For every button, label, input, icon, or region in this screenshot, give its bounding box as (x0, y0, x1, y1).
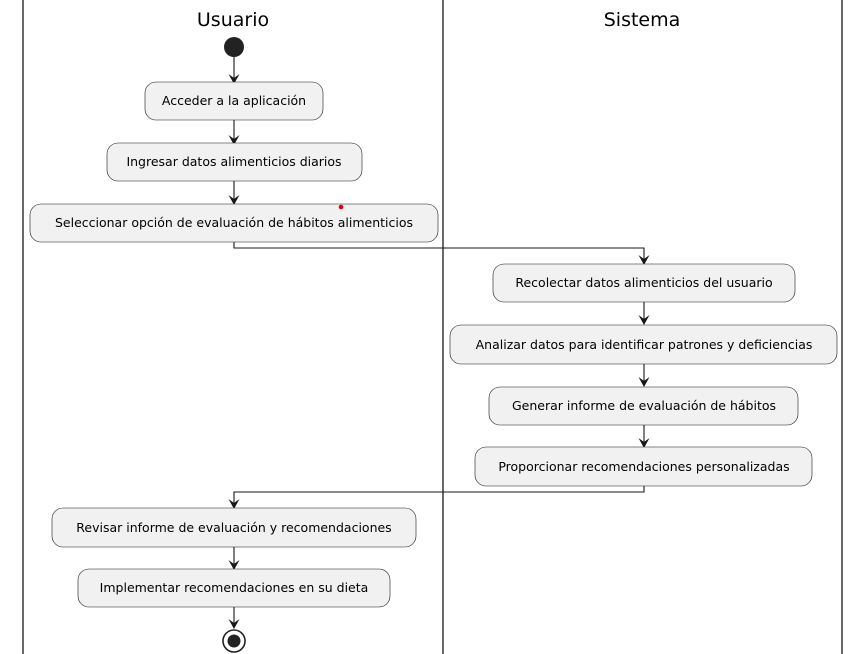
arrow-head (228, 195, 240, 205)
activity-recolectar: Recolectar datos alimenticios del usuari… (492, 263, 796, 303)
edge-proporcionar-revisar (233, 486, 645, 505)
arrow-head (228, 619, 240, 629)
activity-label: Analizar datos para identificar patrones… (476, 337, 813, 352)
activity-ingresar: Ingresar datos alimenticios diarios (106, 142, 363, 182)
activity-acceder: Acceder a la aplicación (144, 81, 324, 121)
activity-label: Generar informe de evaluación de hábitos (512, 398, 776, 413)
activity-label: Recolectar datos alimenticios del usuari… (515, 275, 772, 290)
marker-dot (338, 204, 344, 210)
lane-title-sistema: Sistema (604, 9, 681, 31)
activity-label: Seleccionar opción de evaluación de hábi… (55, 215, 413, 230)
lane-title-usuario: Usuario (197, 9, 269, 31)
arrow-head (638, 438, 650, 448)
edge-seleccionar-recolectar (233, 242, 645, 261)
activity-seleccionar: Seleccionar opción de evaluación de hábi… (29, 203, 439, 243)
arrow-head (638, 315, 650, 325)
arrow-head (638, 255, 650, 265)
start-node (224, 37, 244, 57)
end-node (222, 629, 246, 653)
activity-revisar: Revisar informe de evaluación y recomend… (51, 507, 417, 548)
arrow-head (228, 560, 240, 570)
activity-analizar: Analizar datos para identificar patrones… (449, 324, 838, 365)
arrow-head (228, 74, 240, 84)
arrow-head (638, 377, 650, 387)
activity-label: Revisar informe de evaluación y recomend… (76, 520, 391, 535)
arrow-head (228, 499, 240, 509)
activity-proporcionar: Proporcionar recomendaciones personaliza… (474, 446, 813, 487)
activity-label: Ingresar datos alimenticios diarios (126, 154, 341, 169)
activity-label: Implementar recomendaciones en su dieta (100, 580, 369, 595)
arrow-head (228, 135, 240, 145)
activity-label: Proporcionar recomendaciones personaliza… (498, 459, 789, 474)
activity-generar: Generar informe de evaluación de hábitos (488, 386, 799, 426)
activity-implementar: Implementar recomendaciones en su dieta (77, 568, 391, 608)
activity-label: Acceder a la aplicación (162, 93, 306, 108)
flow-edges (228, 57, 650, 629)
